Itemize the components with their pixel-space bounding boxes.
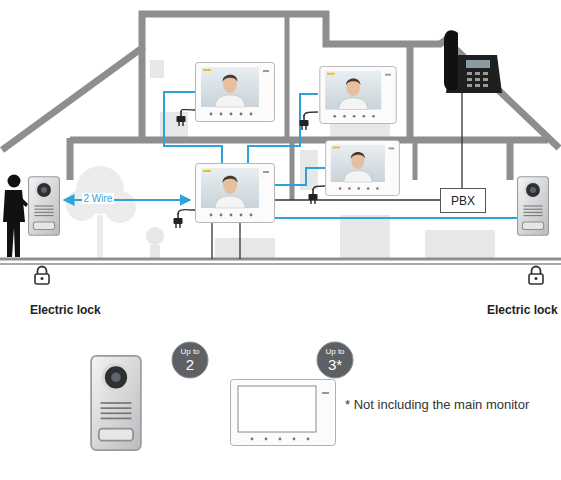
phone-key bbox=[467, 84, 472, 87]
furniture bbox=[146, 60, 495, 258]
box-label: PBX bbox=[451, 194, 475, 208]
monitor-button bbox=[293, 438, 296, 441]
ground-line bbox=[0, 258, 561, 261]
monitor-button bbox=[265, 438, 268, 441]
furniture-plant bbox=[146, 227, 164, 245]
main-monitor bbox=[196, 164, 275, 223]
visitor-arm bbox=[20, 196, 28, 207]
tree-trunk bbox=[97, 215, 103, 260]
footnote: * Not including the main monitor bbox=[345, 397, 529, 412]
wall bbox=[285, 16, 290, 140]
phone-key bbox=[467, 72, 472, 75]
furniture-frame bbox=[150, 60, 164, 78]
phone-handset bbox=[444, 30, 458, 90]
wire bbox=[275, 217, 517, 219]
furniture-sofa bbox=[425, 230, 495, 258]
phone-key bbox=[467, 78, 472, 81]
phone-key bbox=[483, 72, 488, 75]
blue-wires bbox=[64, 92, 517, 218]
sub-monitor bbox=[320, 66, 396, 123]
sub-monitor bbox=[196, 63, 275, 122]
badge-caption: Up to bbox=[325, 348, 344, 356]
ground bbox=[0, 259, 561, 264]
wall bbox=[139, 48, 146, 140]
wire-label: 2 Wire bbox=[82, 193, 115, 204]
badge-caption: Up to bbox=[180, 348, 199, 356]
plug-symbol bbox=[300, 115, 309, 130]
door-station bbox=[29, 177, 60, 236]
wall bbox=[413, 140, 418, 180]
furniture-cupboard bbox=[340, 215, 390, 258]
wall bbox=[407, 44, 414, 140]
phone-keypad bbox=[467, 72, 488, 87]
badge-circle bbox=[317, 342, 353, 378]
lock-line bbox=[239, 223, 240, 259]
part-name: Electric lock bbox=[30, 303, 101, 317]
part-name: Electric lock bbox=[487, 303, 558, 317]
monitor-body bbox=[231, 380, 336, 446]
plug-symbol bbox=[174, 213, 183, 228]
phone-key bbox=[483, 84, 488, 87]
monitor-button bbox=[279, 438, 282, 441]
sub-monitor bbox=[326, 140, 400, 195]
furniture-pot bbox=[150, 245, 160, 258]
electric-lock-symbol bbox=[529, 267, 543, 285]
monitor-button bbox=[251, 438, 254, 441]
plug-symbol bbox=[309, 189, 318, 204]
phone-key bbox=[475, 84, 480, 87]
phone-key bbox=[475, 78, 480, 81]
furniture-table bbox=[215, 238, 275, 258]
wall bbox=[507, 138, 514, 180]
door-station-product bbox=[91, 356, 141, 450]
power-cord bbox=[304, 112, 318, 116]
monitor-button bbox=[307, 438, 310, 441]
count-badge: Up to3* bbox=[316, 341, 354, 379]
badge-number: 3* bbox=[328, 357, 342, 372]
phone-key bbox=[475, 72, 480, 75]
tree bbox=[66, 166, 136, 260]
electric-lock-symbol bbox=[35, 267, 49, 285]
pbx-line bbox=[275, 199, 440, 200]
wall bbox=[67, 138, 74, 180]
phone-line bbox=[461, 93, 462, 188]
floor bbox=[70, 137, 548, 144]
telephone bbox=[444, 30, 502, 93]
phone-display bbox=[466, 60, 490, 68]
visitor-head bbox=[8, 175, 21, 188]
device-box: PBX bbox=[440, 188, 486, 213]
count-badge: Up to2 bbox=[171, 341, 209, 379]
monitor-screen bbox=[238, 386, 316, 432]
visitor-silhouette bbox=[3, 175, 28, 258]
door-station bbox=[518, 177, 549, 236]
power-cord bbox=[178, 210, 195, 214]
plug-symbol bbox=[177, 111, 186, 126]
badge-number: 2 bbox=[186, 357, 194, 372]
lock-line bbox=[211, 223, 212, 259]
wire bbox=[275, 168, 325, 185]
house-outline bbox=[2, 14, 559, 180]
monitor-product bbox=[231, 380, 336, 446]
ground-line bbox=[0, 263, 561, 265]
monitor-slot bbox=[322, 392, 329, 394]
power-cord bbox=[181, 110, 195, 113]
phone-key bbox=[483, 78, 488, 81]
wall bbox=[290, 140, 295, 200]
badge-circle bbox=[172, 342, 208, 378]
power-cord bbox=[313, 186, 325, 190]
roof bbox=[2, 14, 559, 150]
